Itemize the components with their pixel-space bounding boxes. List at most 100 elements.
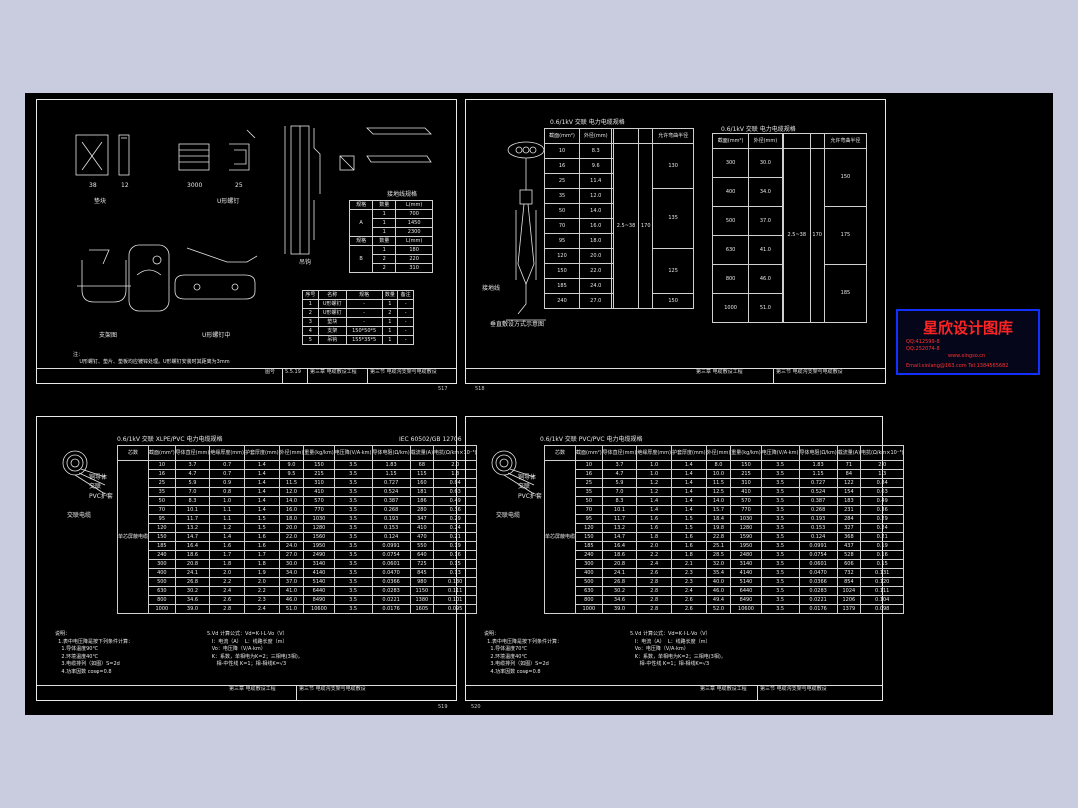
table-cell: 18.6 [601,550,638,560]
table2-title-right: 0.6/1kV 交联 电力电缆规格 [721,126,796,133]
table-cell: 3.7 [601,460,638,470]
table-cell: 630 [575,586,603,596]
table-cell: 0.524 [371,487,411,497]
table-cell: 170 [809,148,825,323]
table-cell: 16.0 [579,218,613,234]
table-cell: 3140 [730,559,762,569]
table-cell: 68 [409,460,435,470]
table-cell: 570 [730,496,762,506]
table-cell: 0.0366 [371,577,411,587]
table-cell: - [345,317,383,327]
table-cell: 154 [836,487,862,497]
table-cell: 3.5 [333,460,373,470]
table-cell: 1.4 [670,469,707,479]
table-cell: 160 [409,478,435,488]
sheet3-notes-right: 5.Vd 计算公式：Vd=K·I·L·Vo（V） I：电流（A） L：线路长度（… [207,631,303,667]
table-cell: 1 [381,335,399,345]
table-cell: 1024 [836,586,862,596]
table-cell: 1380 [409,595,435,605]
table-cell: 24.1 [174,568,211,578]
table-cell: 1.83 [371,460,411,470]
table-cell: 12.0 [579,188,613,204]
table-cell: 630 [711,235,750,265]
cad-drawing-canvas[interactable]: 垫块 U形螺钉 吊钩 支架图 U形螺钉中 38 12 3000 25 接地线规格… [25,93,1053,715]
table-cell: 410 [409,523,435,533]
table-cell: 1.7 [209,550,245,560]
table-cell: 3.5 [333,469,373,479]
table-cell: 50 [148,496,176,506]
table-cell: 1.4 [636,505,672,515]
table-cell: 310 [303,478,335,488]
table-cell [611,158,614,174]
conn-cell: 1 [372,218,397,228]
table-cell: 0.0283 [798,586,838,596]
table-cell: 770 [730,505,762,515]
table-cell: 0.0221 [371,595,411,605]
table-cell: 150*50*5 [345,326,383,336]
table-cell: 11.7 [174,514,211,524]
tb-cell: 第三节 电缆沟支架与电缆敷设 [299,686,366,692]
table-cell: 40.0 [705,577,732,587]
table-cell: 3.5 [333,550,373,560]
table-cell: 120 [148,523,176,533]
table-cell: 8.3 [174,496,211,506]
table-cell: 1 [381,317,399,327]
table-cell: 载流量(A) [409,445,435,461]
table-cell: 2.6 [670,595,707,605]
table-cell: 1.83 [798,460,838,470]
table-cell: 34.6 [601,595,638,605]
table-cell: 3.7 [174,460,211,470]
table-cell: 70 [148,505,176,515]
table-cell: 550 [409,541,435,551]
table-cell: 3.5 [760,577,800,587]
table-cell [781,264,785,294]
table-cell: 500 [711,206,750,236]
table-cell: 13.2 [601,523,638,533]
tb-cell: 第三章 电缆敷设工程 [308,369,368,383]
table-cell: 400 [711,177,750,207]
table-cell: 允许弯曲半径 [652,128,694,144]
table-cell: 980 [409,577,435,587]
table-cell: 231 [836,505,862,515]
table-cell: 载流量(A) [836,445,862,461]
table-cell: 1.4 [670,478,707,488]
table-cell: 51.0 [278,604,305,614]
table-cell: 截面(mm²) [575,445,603,461]
label-block: 垫块 [94,198,107,205]
table-cell: 2.4 [670,586,707,596]
table-cell: 410 [303,487,335,497]
table-cell: 4 [302,326,319,336]
table-cell: 284 [836,514,862,524]
table-cell: 2.8 [636,586,672,596]
table-cell: 0.0601 [798,559,838,569]
table-cell: 7.0 [601,487,638,497]
table-cell: 1.4 [670,460,707,470]
table-cell: 18.4 [705,514,732,524]
table-cell: 3.5 [333,604,373,614]
table-cell: 8.3 [601,496,638,506]
table-cell: 10.1 [601,505,638,515]
table-cell: 1 [302,299,319,309]
conn-head-cell: 数量 [372,200,397,210]
table-cell: 347 [409,514,435,524]
table-cell: 640 [409,550,435,560]
table-cell: 3.5 [760,496,800,506]
table-cell: 0.0366 [798,577,838,587]
watermark-title: 星欣设计图库 [922,319,1013,337]
table-cell: 2.8 [636,577,672,587]
table-cell [612,128,640,144]
table-cell: 1.4 [243,505,280,515]
table-cell: 电压降(V/A·km) [333,445,373,461]
table-cell: 150 [652,293,694,309]
